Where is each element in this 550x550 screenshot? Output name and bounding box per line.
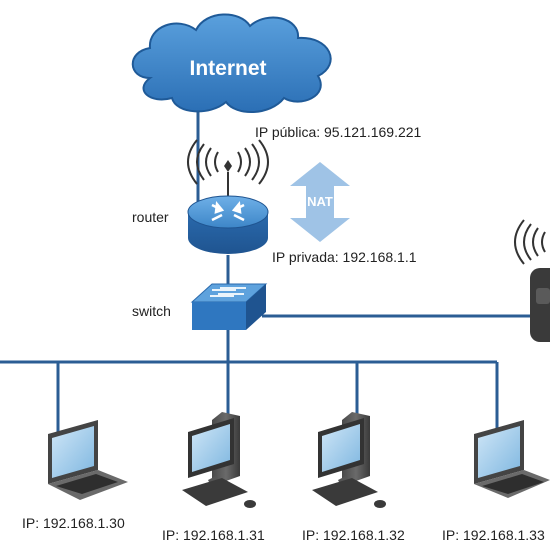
switch-label: switch [132,303,171,319]
device-ip-label: IP: 192.168.1.32 [302,527,405,543]
private-ip-label: IP privada: 192.168.1.1 [272,249,417,265]
internet-cloud: Internet [131,13,332,114]
switch-icon [190,283,268,330]
network-links [0,110,550,432]
cloud-icon [131,13,332,114]
router-wifi-icon [187,139,269,198]
laptop-icon [474,420,550,498]
desktop-computer-icon [312,412,386,508]
device-desktop-2: IP: 192.168.1.32 [302,412,405,543]
device-ip-label: IP: 192.168.1.33 [442,527,545,543]
internet-label: Internet [189,57,266,80]
device-ip-label: IP: 192.168.1.31 [162,527,265,543]
public-ip-label: IP pública: 95.121.169.221 [255,124,422,140]
printer-wifi-icon [514,219,546,265]
printer-icon [530,268,550,342]
wireless-printer [514,219,550,342]
router-label: router [132,209,169,225]
nat-arrow: NAT [290,162,350,242]
device-desktop-1: IP: 192.168.1.31 [162,412,265,543]
device-ip-label: IP: 192.168.1.30 [22,515,125,531]
laptop-icon [48,420,128,500]
device-laptop-2: IP: 192.168.1.33 [442,420,550,543]
device-laptop-1: IP: 192.168.1.30 [22,420,128,531]
nat-double-arrow-icon [290,162,350,242]
desktop-computer-icon [182,412,256,508]
router-icon [187,195,269,254]
nat-label: NAT [307,194,333,209]
